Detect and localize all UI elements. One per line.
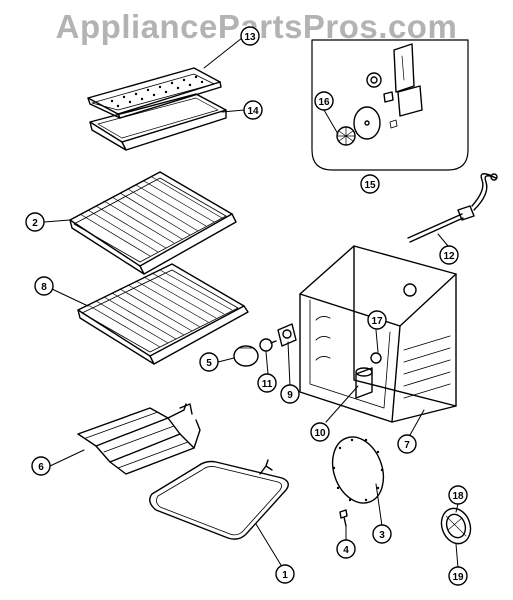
callout-7: 7 [397, 434, 417, 454]
callout-3: 3 [372, 524, 392, 544]
gasket-plate-drawing [331, 436, 385, 504]
callout-19: 19 [448, 566, 468, 586]
svg-text:7: 7 [404, 440, 410, 451]
svg-text:10: 10 [314, 428, 326, 439]
callout-10: 10 [310, 422, 330, 442]
callout-16: 16 [314, 91, 334, 111]
callout-8: 8 [34, 276, 54, 296]
oven-cavity-drawing [299, 245, 457, 423]
svg-text:6: 6 [38, 462, 44, 473]
callout-9: 9 [280, 384, 300, 404]
oven-rack-lower-drawing [77, 263, 249, 365]
svg-text:2: 2 [32, 218, 38, 229]
svg-text:5: 5 [206, 358, 212, 369]
callout-12: 12 [439, 245, 459, 265]
callout-11: 11 [257, 373, 277, 393]
broiler-pan-insert-drawing [87, 67, 222, 119]
light-bulb-drawing [259, 338, 277, 352]
svg-text:9: 9 [287, 390, 293, 401]
callout-18: 18 [448, 485, 468, 505]
temperature-sensor-drawing [407, 173, 498, 243]
broil-element-drawing [77, 403, 201, 475]
bake-element-drawing [149, 459, 289, 540]
oven-rack-upper-drawing [69, 171, 237, 275]
svg-text:17: 17 [371, 316, 383, 327]
svg-text:19: 19 [452, 572, 464, 583]
callout-1: 1 [275, 564, 295, 584]
callout-2: 2 [25, 212, 45, 232]
callout-5: 5 [199, 352, 219, 372]
svg-text:13: 13 [244, 32, 256, 43]
svg-text:1: 1 [282, 570, 288, 581]
light-housing-drawing [440, 507, 472, 545]
broiler-pan-drawing [89, 93, 227, 151]
svg-text:12: 12 [443, 251, 455, 262]
svg-text:18: 18 [452, 491, 464, 502]
convection-fan-kit-drawing [311, 39, 469, 171]
light-receptacle-drawing [277, 323, 297, 347]
svg-text:16: 16 [318, 97, 330, 108]
callout-13: 13 [240, 26, 260, 46]
bake-element-bracket-drawing [355, 367, 373, 399]
callout-6: 6 [31, 456, 51, 476]
svg-text:11: 11 [262, 379, 273, 390]
screw-drawing [339, 509, 348, 527]
svg-text:8: 8 [41, 282, 47, 293]
svg-text:14: 14 [247, 106, 259, 117]
callout-17: 17 [367, 310, 387, 330]
light-lens-drawing [233, 345, 259, 367]
svg-text:15: 15 [364, 180, 376, 191]
callout-14: 14 [243, 100, 263, 120]
callout-4: 4 [336, 539, 356, 559]
svg-text:3: 3 [379, 530, 385, 541]
svg-text:4: 4 [343, 545, 349, 556]
callout-15: 15 [360, 174, 380, 194]
callouts: 13 14 2 8 16 15 12 17 5 11 9 10 7 6 3 4 … [25, 26, 468, 586]
leader-lines [43, 37, 459, 571]
